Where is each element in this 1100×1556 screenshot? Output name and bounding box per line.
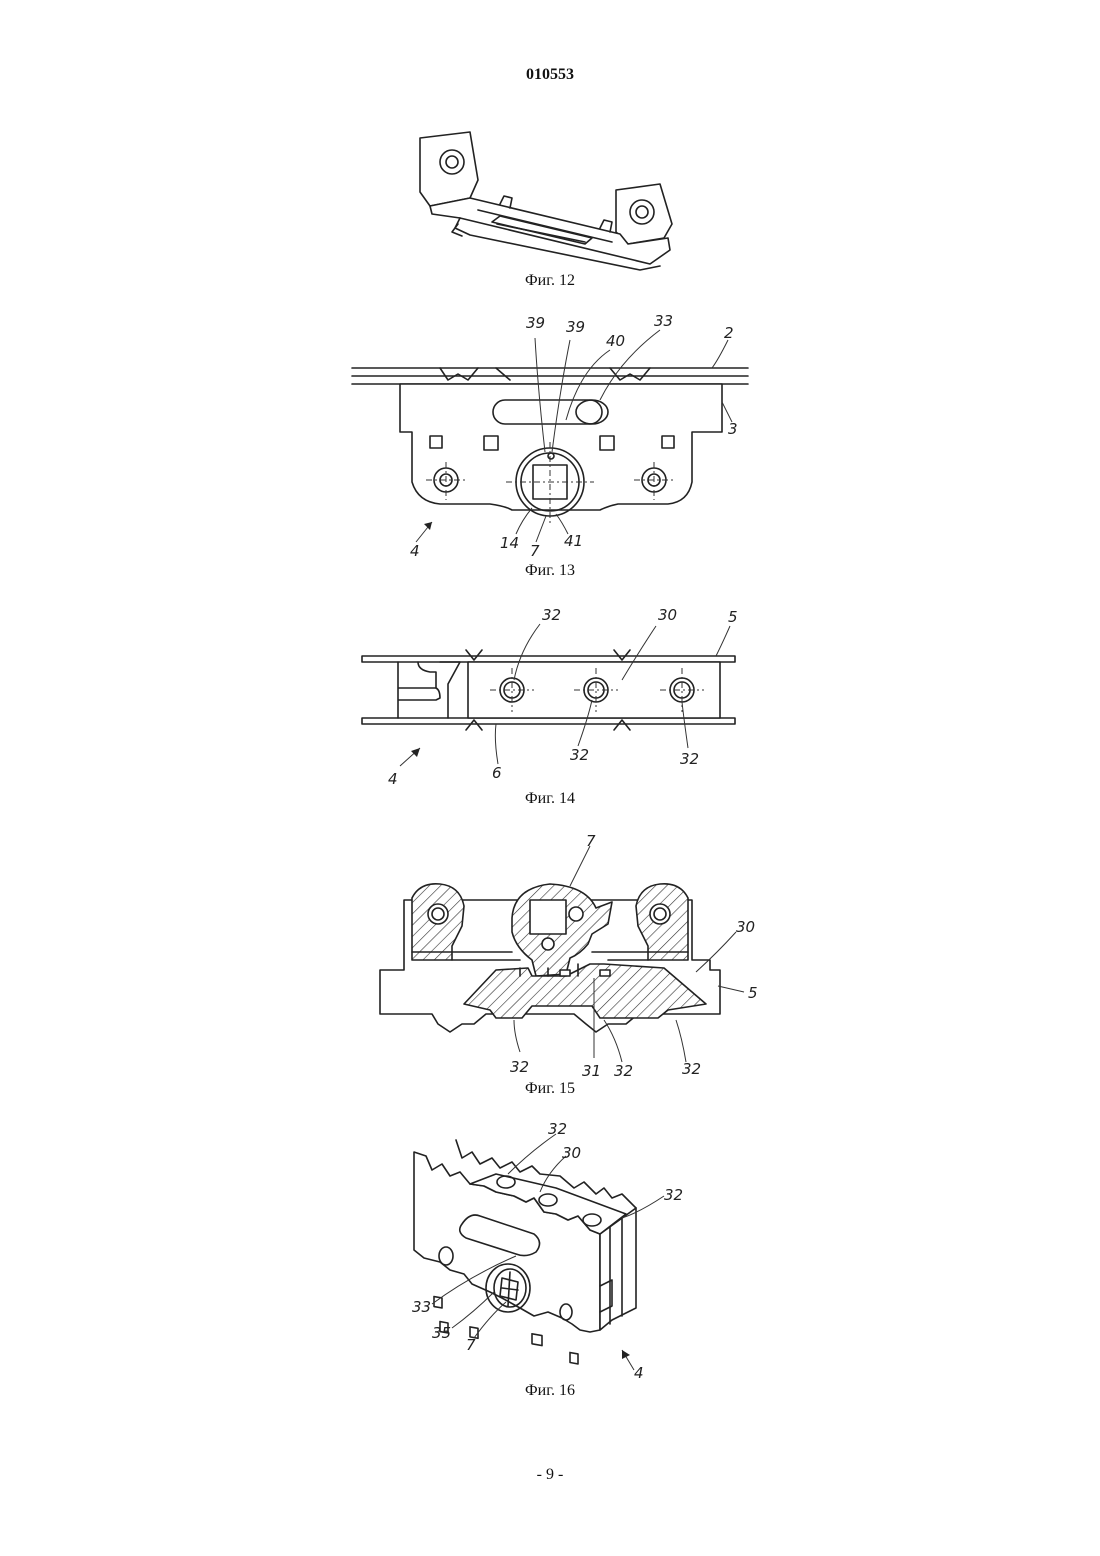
- fig14-label: 32: [570, 746, 589, 764]
- fig14-label: 30: [658, 606, 677, 624]
- rail-6: [362, 718, 735, 724]
- fig14-label: 32: [542, 606, 561, 624]
- fig16-label: 35: [432, 1324, 451, 1342]
- fig15-label: 32: [682, 1060, 701, 1078]
- fig16-label: 32: [548, 1120, 567, 1138]
- fig13-label: 7: [530, 542, 540, 560]
- fig15-label: 7: [586, 832, 596, 850]
- fig13-label: 14: [500, 534, 519, 552]
- fig16-label: 32: [664, 1186, 683, 1204]
- fig13-label: 41: [564, 532, 583, 550]
- fig15-label: 30: [736, 918, 755, 936]
- figure-14-drawing: 32 30 5 4 6 32 32: [0, 600, 1100, 790]
- fig13-label: 2: [724, 324, 734, 342]
- figure-15-caption: Фиг. 15: [0, 1080, 1100, 1098]
- rail-5: [362, 656, 735, 662]
- fig14-label: 4: [388, 770, 398, 788]
- fig16-label: 4: [634, 1364, 644, 1382]
- figure-14-caption: Фиг. 14: [0, 790, 1100, 808]
- fig14-label: 5: [728, 608, 738, 626]
- fig15-label: 32: [510, 1058, 529, 1076]
- fig13-label: 33: [654, 312, 673, 330]
- fig16-label: 30: [562, 1144, 581, 1162]
- figure-13-drawing: 39 39 40 33 2 3 4 14 7 41: [0, 310, 1100, 570]
- fig15-label: 5: [748, 984, 758, 1002]
- slot-33: [493, 400, 602, 424]
- figure-12-bracket: [420, 132, 672, 270]
- figure-16-caption: Фиг. 16: [0, 1382, 1100, 1400]
- figure-12-drawing: [0, 120, 1100, 270]
- fig13-label: 4: [410, 542, 420, 560]
- document-number: 010553: [0, 66, 1100, 84]
- figure-12-caption: Фиг. 12: [0, 272, 1100, 290]
- figure-15-drawing: 7 30 5 32 31 32 32: [0, 828, 1100, 1084]
- fig16-label: 7: [466, 1336, 476, 1354]
- fig15-label: 31: [582, 1062, 601, 1080]
- page-number: - 9 -: [0, 1466, 1100, 1484]
- fig14-label: 32: [680, 750, 699, 768]
- rail-2: [352, 368, 748, 384]
- fig13-label: 40: [606, 332, 625, 350]
- fig14-label: 6: [492, 764, 502, 782]
- figure-13-caption: Фиг. 13: [0, 562, 1100, 580]
- fig16-label: 33: [412, 1298, 431, 1316]
- fig13-label: 39: [526, 314, 545, 332]
- fig13-label: 39: [566, 318, 585, 336]
- fig13-label: 3: [728, 420, 738, 438]
- figure-16-drawing: 32 30 32 33 35 7 4: [0, 1116, 1100, 1386]
- fig15-label: 32: [614, 1062, 633, 1080]
